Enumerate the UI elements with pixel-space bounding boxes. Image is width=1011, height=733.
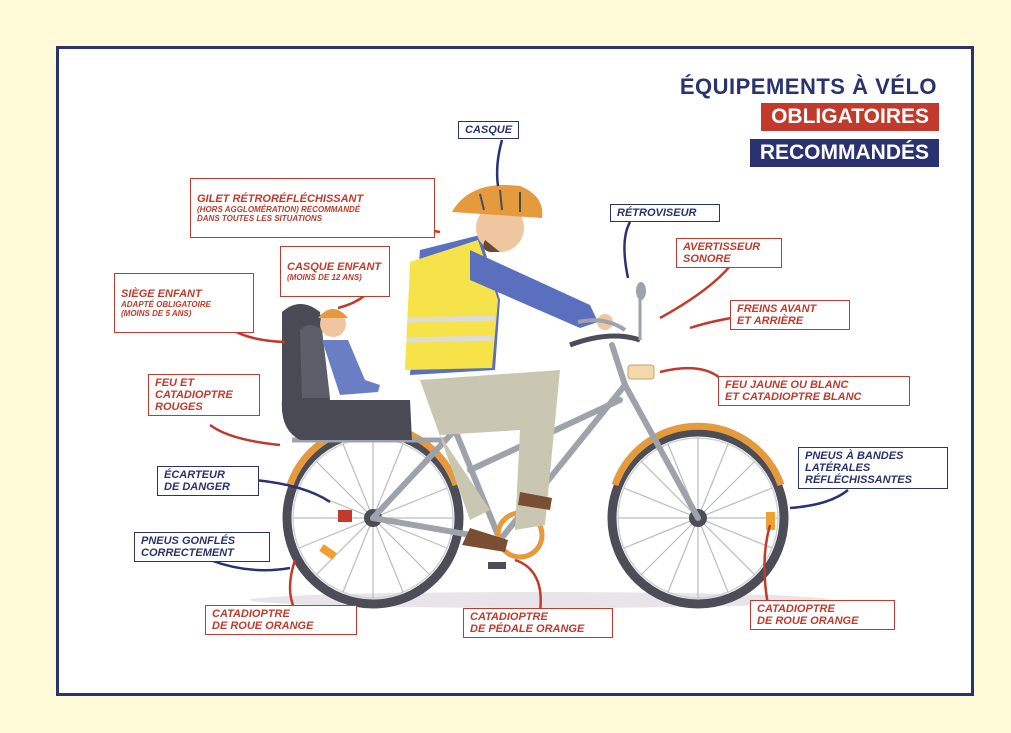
label-freins: FREINS AVANT ET ARRIÈRE <box>730 300 850 330</box>
handlebar <box>570 336 640 345</box>
legend-mandatory: OBLIGATOIRES <box>761 103 939 131</box>
label-catadioptre-pedale: CATADIOPTRE DE PÉDALE ORANGE <box>463 608 613 638</box>
rider-helmet <box>452 185 542 218</box>
label-feu-avant: FEU JAUNE OU BLANC ET CATADIOPTRE BLANC <box>718 376 910 406</box>
label-gilet-title: GILET RÉTRORÉFLÉCHISSANT <box>197 193 363 205</box>
label-siege-enfant: SIÈGE ENFANT ADAPTÉ OBLIGATOIRE (MOINS D… <box>114 273 254 333</box>
mirror <box>636 282 646 300</box>
label-pneus-gonfles: PNEUS GONFLÉS CORRECTEMENT <box>134 532 270 562</box>
label-casque-enfant: CASQUE ENFANT (MOINS DE 12 ANS) <box>280 246 390 297</box>
front-light <box>628 365 654 379</box>
pedal-reflector <box>488 562 506 569</box>
label-ecarteur: ÉCARTEUR DE DANGER <box>157 466 259 496</box>
rear-light <box>338 510 352 522</box>
label-pneus-bandes: PNEUS À BANDES LATÉRALES RÉFLÉCHISSANTES <box>798 447 948 489</box>
label-casque-enfant-note: (MOINS DE 12 ANS) <box>287 273 383 282</box>
label-casque-enfant-title: CASQUE ENFANT <box>287 261 381 273</box>
label-feu-rouge: FEU ET CATADIOPTRE ROUGES <box>148 374 260 416</box>
label-siege-enfant-title: SIÈGE ENFANT <box>121 288 202 300</box>
poster-title: ÉQUIPEMENTS À VÉLO <box>680 74 937 100</box>
label-casque: CASQUE <box>458 121 519 139</box>
label-gilet: GILET RÉTRORÉFLÉCHISSANT (HORS AGGLOMÉRA… <box>190 178 435 238</box>
label-gilet-note: (HORS AGGLOMÉRATION) RECOMMANDÉ DANS TOU… <box>197 205 428 223</box>
label-catadioptre-roue-avant: CATADIOPTRE DE ROUE ORANGE <box>750 600 895 630</box>
label-catadioptre-roue-arriere: CATADIOPTRE DE ROUE ORANGE <box>205 605 357 635</box>
legend-recommended: RECOMMANDÉS <box>750 139 939 167</box>
label-siege-enfant-note: ADAPTÉ OBLIGATOIRE (MOINS DE 5 ANS) <box>121 300 247 318</box>
label-avertisseur: AVERTISSEUR SONORE <box>676 238 782 268</box>
label-retroviseur: RÉTROVISEUR <box>610 204 720 222</box>
